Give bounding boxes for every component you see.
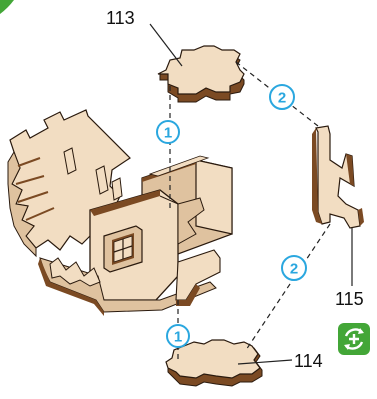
- step-marker-2-bottom: 2: [282, 256, 306, 280]
- svg-text:1: 1: [164, 125, 172, 142]
- part-label-115: 115: [335, 289, 364, 309]
- step-marker-1-bottom: 1: [167, 325, 189, 347]
- part-label-114: 114: [294, 351, 323, 371]
- svg-text:1: 1: [174, 329, 182, 346]
- step-marker-1-top: 1: [157, 121, 179, 143]
- svg-text:2: 2: [290, 261, 298, 278]
- green-corner-mark: [0, 0, 14, 14]
- side-plank: [176, 250, 220, 306]
- leader-113: [150, 24, 182, 66]
- part-113-plate: [158, 46, 244, 102]
- part-115-bracket: [312, 126, 364, 228]
- step-marker-2-top: 2: [270, 85, 294, 109]
- svg-text:2: 2: [278, 90, 286, 107]
- dash-115-to-114: [246, 224, 330, 350]
- main-assembly: [8, 110, 232, 316]
- add-rotate-icon: [338, 323, 370, 355]
- part-label-113: 113: [106, 8, 135, 28]
